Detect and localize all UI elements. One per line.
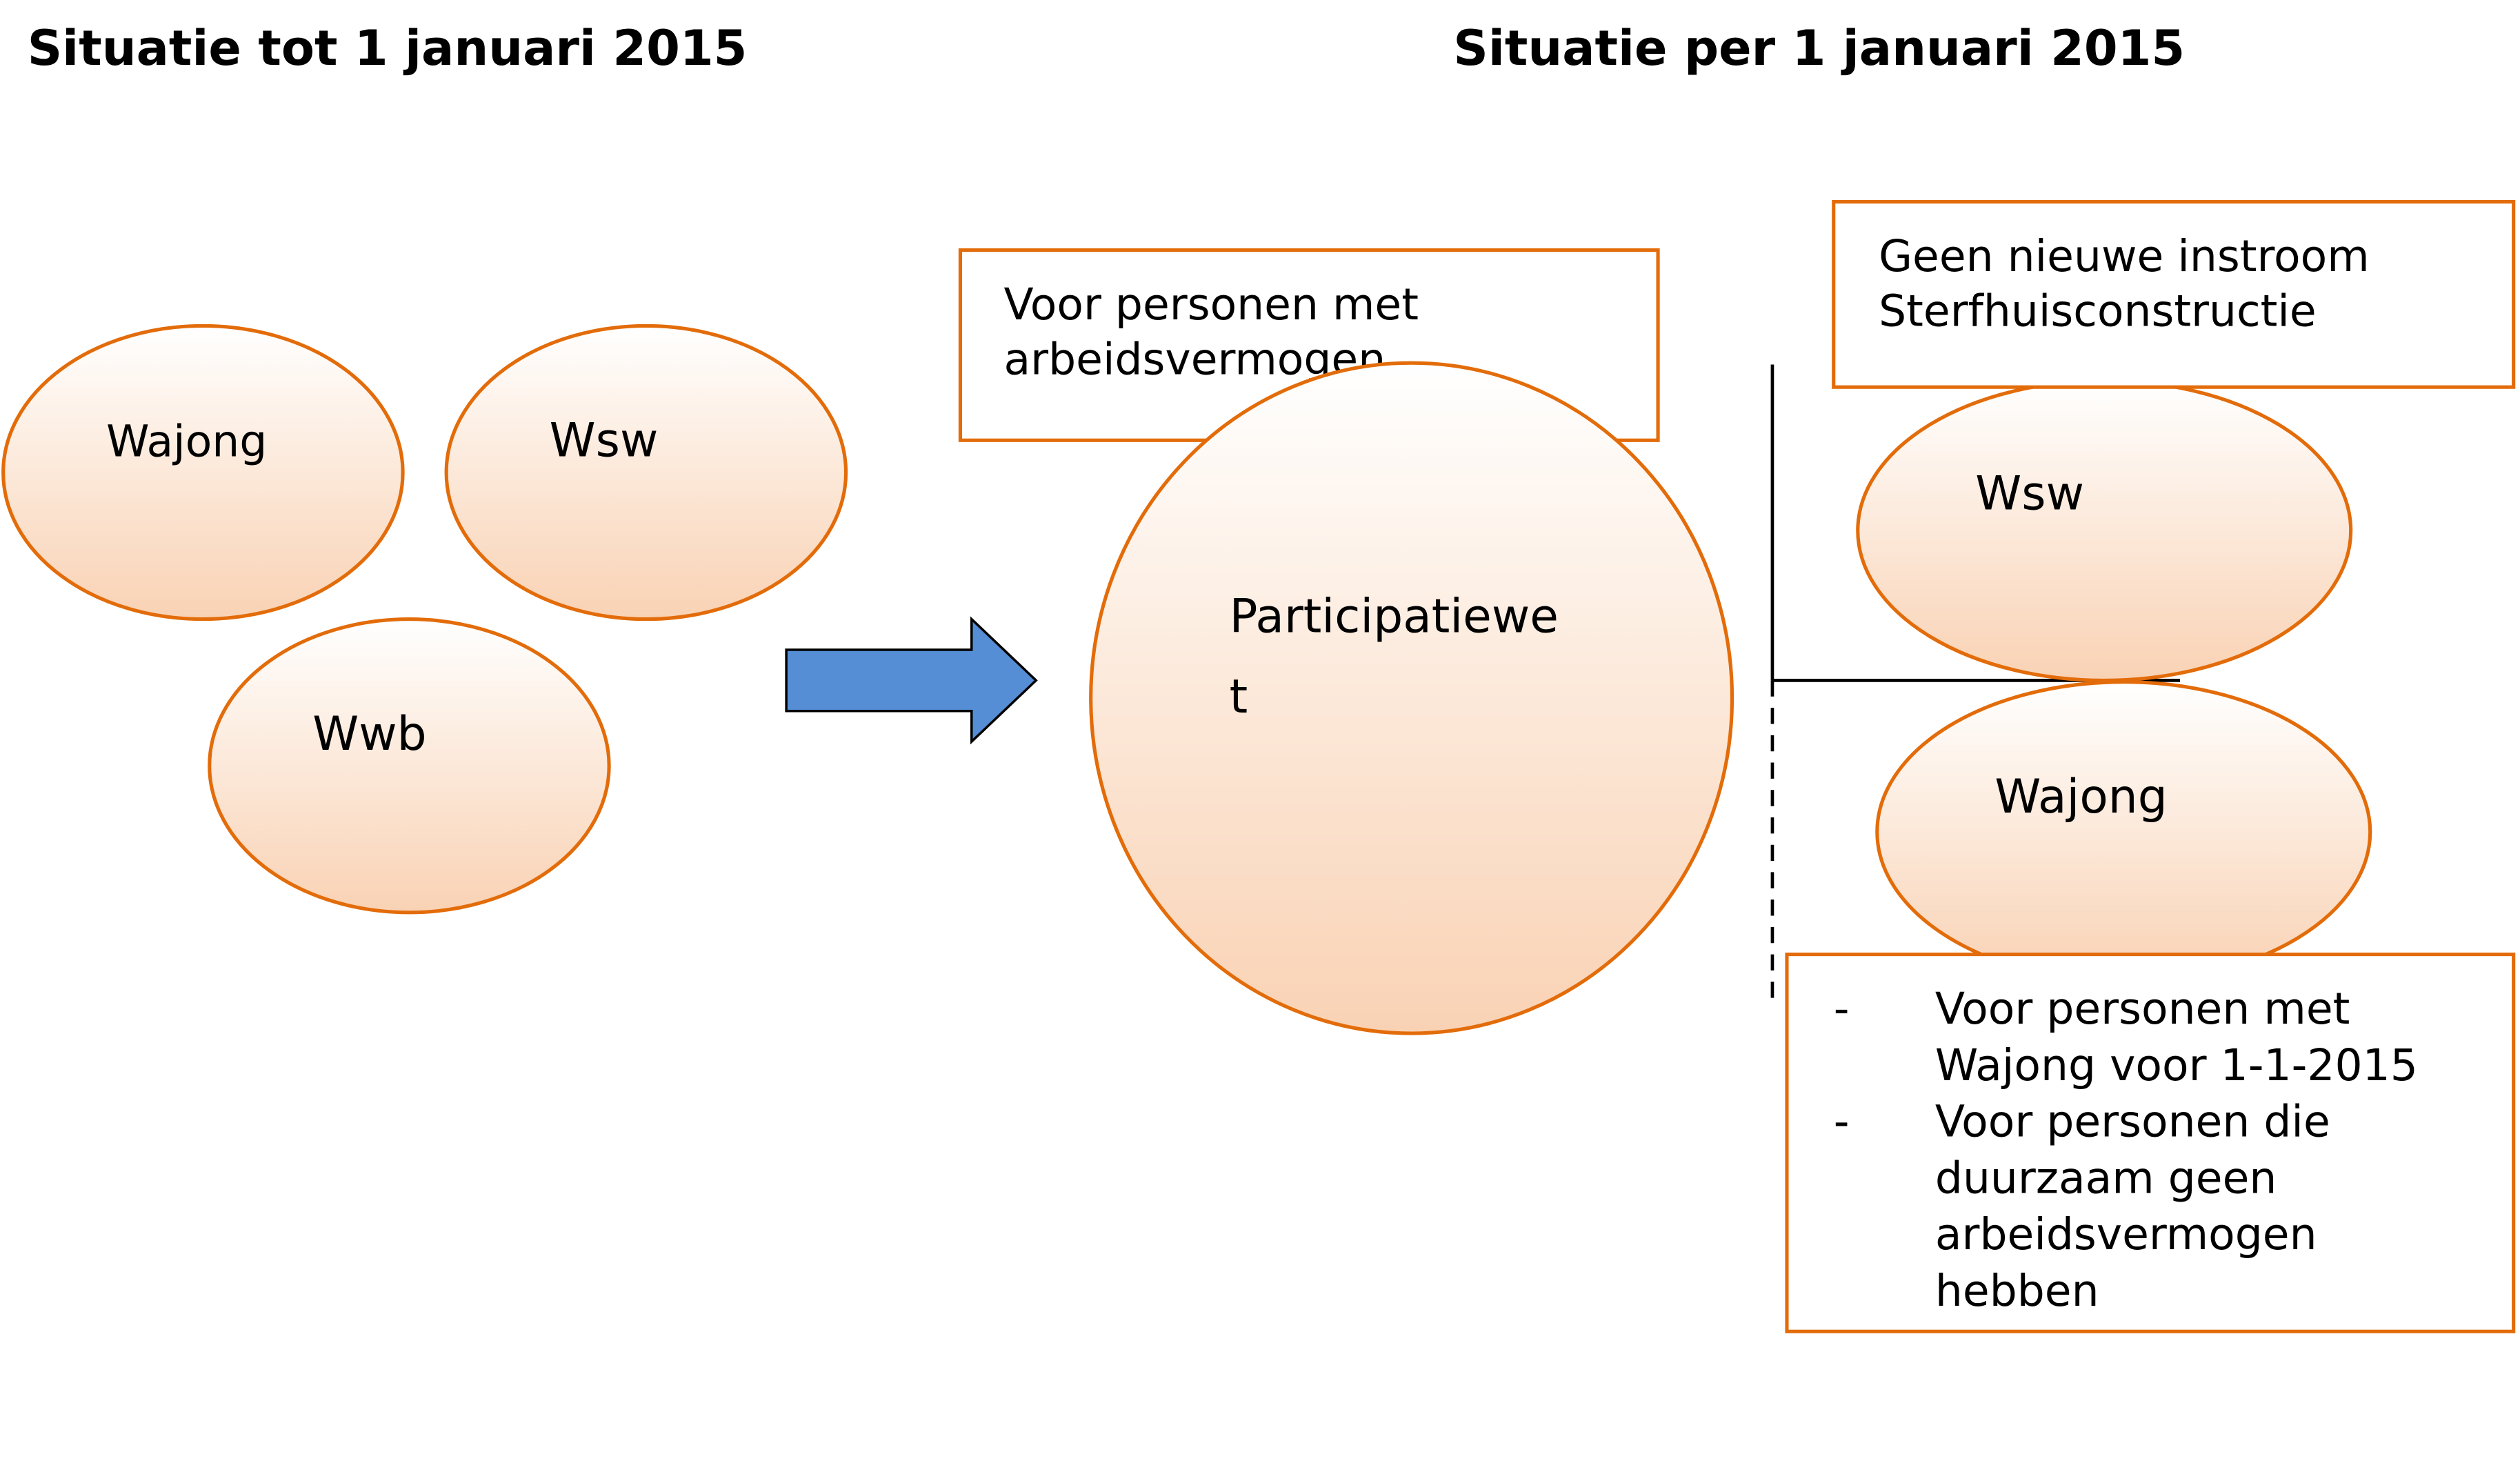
ellipse-wajong-before: Wajong [1,324,405,621]
box-line: Voor personen met [1935,983,2350,1034]
ellipse-label: Wajong [106,416,267,467]
ellipse-wajong-after: Wajong [1875,680,2372,984]
title-before: Situatie tot 1 januari 2015 [28,20,748,77]
box-line: Wajong voor 1-1-2015 [1935,1040,2418,1091]
box-line: Voor personen die [1935,1096,2330,1147]
right-arrow-icon [785,616,1038,745]
bullet-box: - - Voor personen met Wajong voor 1-1-20… [1785,953,2516,1333]
bullet-dash: - [1834,983,1850,1034]
box-line: arbeidsvermogen [1935,1209,2317,1260]
ellipse-label: Wsw [550,413,659,468]
ellipse-wsw-before: Wsw [444,324,848,621]
instroom-box: Geen nieuwe instroom Sterfhuisconstructi… [1832,199,2516,389]
ellipse-label: Wajong [1994,769,2167,824]
ellipse-wwb-before: Wwb [208,617,611,915]
box-line: Sterfhuisconstructie [1879,285,2317,336]
ellipse-label: Wsw [1975,466,2084,521]
box-line: hebben [1935,1265,2099,1316]
title-after: Situatie per 1 januari 2015 [1453,20,2185,77]
circle-label: t [1230,669,1248,724]
circle-label: Participatiewe [1230,588,1559,643]
ellipse-label: Wwb [312,706,426,761]
box-line: Voor personen met [1004,279,1419,330]
bullet-dash: - [1834,1096,1850,1147]
box-line: Geen nieuwe instroom [1879,230,2370,281]
box-line: duurzaam geen [1935,1152,2277,1203]
ellipse-wsw-after: Wsw [1856,379,2353,682]
participatiewet-circle: Participatiewe t [1089,361,1734,1035]
